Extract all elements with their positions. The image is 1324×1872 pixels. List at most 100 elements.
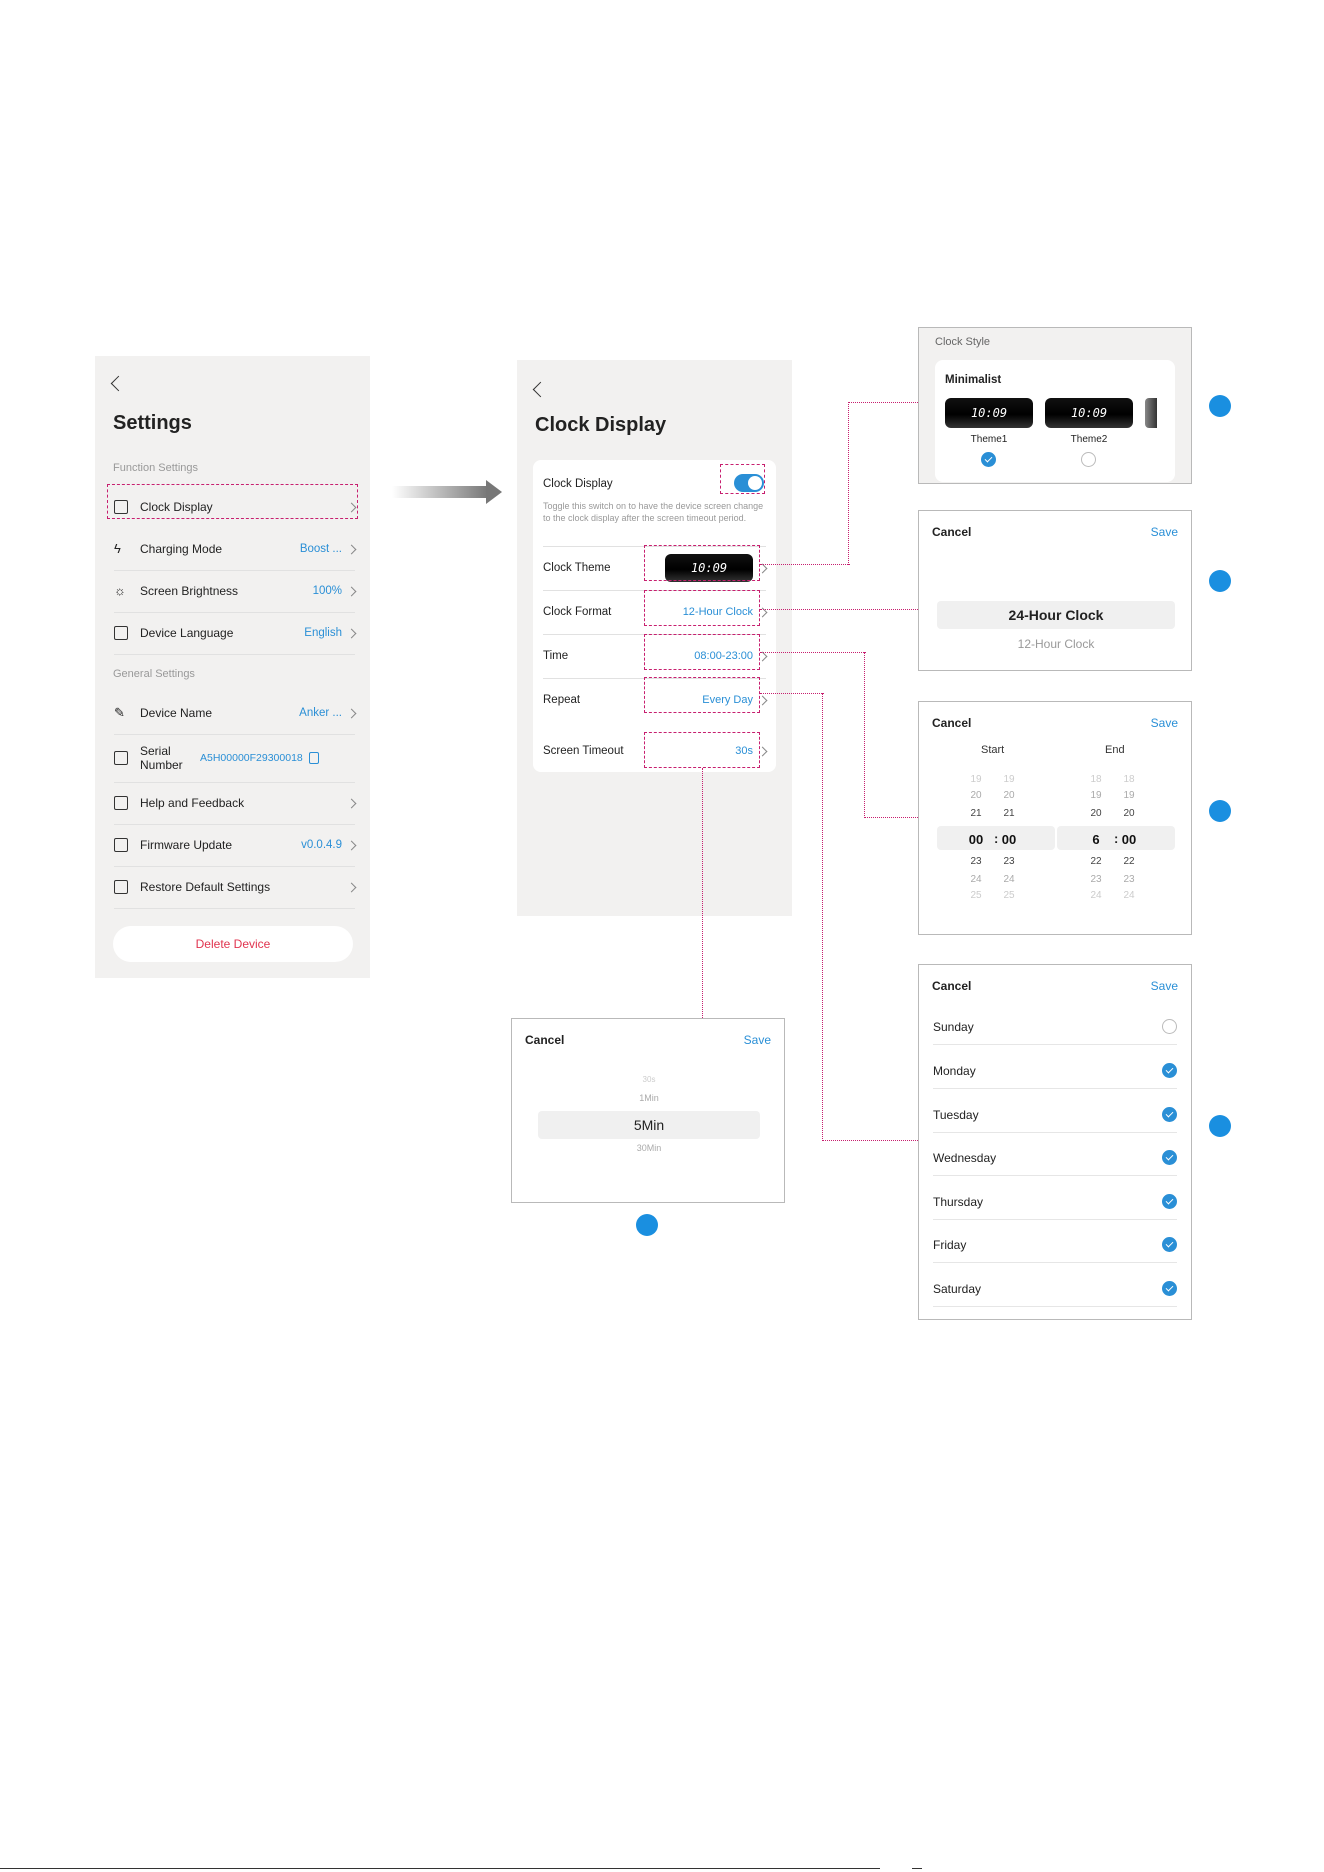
back-icon[interactable] [532, 381, 549, 398]
theme2-unselected-icon[interactable] [1081, 452, 1096, 467]
theme3-preview-partial[interactable] [1145, 398, 1157, 428]
start-minute-option[interactable]: 23 [1003, 856, 1015, 867]
divider [114, 782, 355, 783]
start-hour-option[interactable]: 19 [970, 774, 982, 785]
settings-screen: Settings Function Settings Clock Display… [95, 356, 370, 978]
end-hour-selected[interactable]: 6 [1092, 832, 1100, 847]
start-hour-option[interactable]: 21 [970, 808, 982, 819]
start-minute-option[interactable]: 25 [1003, 890, 1015, 901]
save-button[interactable]: Save [1150, 979, 1178, 993]
settings-item-help[interactable]: Help and Feedback [114, 782, 357, 824]
copy-icon[interactable] [308, 752, 319, 764]
repeat-picker: Cancel Save Sunday Monday Tuesday Wednes… [918, 964, 1192, 1320]
end-hour-option[interactable]: 22 [1090, 856, 1102, 867]
marker-dot [636, 1214, 658, 1236]
end-hour-option[interactable]: 23 [1090, 874, 1102, 885]
start-hour-option[interactable]: 24 [970, 874, 982, 885]
start-minute-option[interactable]: 21 [1003, 808, 1015, 819]
save-button[interactable]: Save [743, 1033, 771, 1047]
end-minute-selected[interactable]: 00 [1121, 832, 1137, 847]
divider [543, 546, 766, 547]
start-minute-selected[interactable]: 00 [1001, 832, 1017, 847]
connector-line [760, 693, 824, 694]
chevron-right-icon [346, 798, 357, 808]
day-row-saturday[interactable]: Saturday [933, 1271, 1177, 1307]
start-hour-selected[interactable]: 00 [968, 832, 984, 847]
start-hour-option[interactable]: 25 [970, 890, 982, 901]
divider [114, 908, 355, 909]
back-icon[interactable] [110, 375, 127, 392]
end-hour-option[interactable]: 19 [1090, 790, 1102, 801]
marker-dot [1209, 800, 1231, 822]
timeout-option[interactable]: 30Min [636, 1143, 662, 1153]
start-hour-option[interactable]: 20 [970, 790, 982, 801]
day-row-tuesday[interactable]: Tuesday [933, 1097, 1177, 1133]
timeout-option[interactable]: 30s [642, 1075, 656, 1084]
end-minute-option[interactable]: 24 [1123, 890, 1135, 901]
end-hour-option[interactable]: 18 [1090, 774, 1102, 785]
day-row-sunday[interactable]: Sunday [933, 1009, 1177, 1045]
chevron-right-icon [346, 708, 357, 718]
language-icon [114, 626, 128, 640]
end-minute-option[interactable]: 23 [1123, 874, 1135, 885]
marker-dot [1209, 1115, 1231, 1137]
toggle-label: Clock Display [543, 478, 613, 490]
connector-line [864, 817, 918, 818]
end-hour-option[interactable]: 20 [1090, 808, 1102, 819]
save-button[interactable]: Save [1150, 716, 1178, 730]
connector-line [848, 402, 918, 403]
settings-item-clock-display[interactable]: Clock Display [114, 486, 357, 528]
day-row-monday[interactable]: Monday [933, 1053, 1177, 1089]
divider [114, 612, 355, 613]
end-minute-option[interactable]: 22 [1123, 856, 1135, 867]
timeout-option-selected[interactable]: 5Min [538, 1111, 760, 1139]
theme1-preview[interactable]: 10:09 [945, 398, 1033, 428]
delete-device-button[interactable]: Delete Device [113, 926, 353, 962]
start-hour-option[interactable]: 23 [970, 856, 982, 867]
section-heading: General Settings [113, 668, 195, 680]
day-row-thursday[interactable]: Thursday [933, 1184, 1177, 1220]
format-option[interactable]: 12-Hour Clock [1017, 637, 1095, 651]
theme1-selected-icon[interactable] [981, 452, 996, 467]
cancel-button[interactable]: Cancel [932, 716, 972, 730]
flow-arrow [392, 486, 488, 498]
cancel-button[interactable]: Cancel [932, 525, 972, 539]
day-row-friday[interactable]: Friday [933, 1227, 1177, 1263]
save-button[interactable]: Save [1150, 525, 1178, 539]
page-title: Clock Display [535, 414, 667, 436]
start-minute-option[interactable]: 20 [1003, 790, 1015, 801]
settings-item-restore[interactable]: Restore Default Settings [114, 866, 357, 908]
end-minute-option[interactable]: 18 [1123, 774, 1135, 785]
timeout-option[interactable]: 1Min [639, 1093, 659, 1103]
restore-icon [114, 880, 128, 894]
theme2-preview[interactable]: 10:09 [1045, 398, 1133, 428]
cancel-button[interactable]: Cancel [525, 1033, 565, 1047]
help-icon [114, 796, 128, 810]
clock-display-icon [114, 500, 128, 514]
cancel-button[interactable]: Cancel [932, 979, 972, 993]
clock-display-toggle[interactable] [734, 474, 764, 492]
end-minute-option[interactable]: 20 [1123, 808, 1135, 819]
time-colon: : [994, 831, 999, 846]
format-option-selected[interactable]: 24-Hour Clock [937, 601, 1175, 629]
clock-style-card: Minimalist 10:09 Theme1 10:09 Theme2 [935, 360, 1175, 482]
connector-line [822, 1140, 918, 1141]
end-hour-option[interactable]: 24 [1090, 890, 1102, 901]
start-minute-option[interactable]: 19 [1003, 774, 1015, 785]
page-footer-rule [0, 1868, 880, 1869]
day-row-wednesday[interactable]: Wednesday [933, 1140, 1177, 1176]
start-minute-option[interactable]: 24 [1003, 874, 1015, 885]
end-minute-option[interactable]: 19 [1123, 790, 1135, 801]
